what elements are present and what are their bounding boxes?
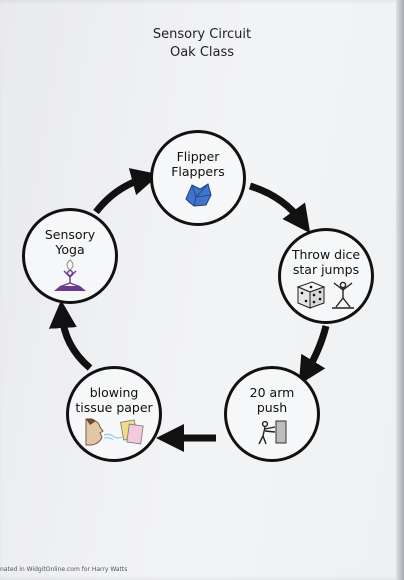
station-arm-push: 20 arm push: [224, 366, 320, 462]
page-subtitle: Oak Class: [169, 45, 235, 60]
dice-icon: [296, 281, 354, 309]
station-label: Throw dice: [291, 247, 361, 262]
station-label: push: [256, 400, 288, 415]
arrow-yoga-to-flipper: [93, 168, 160, 215]
station-blowing-tissue: blowing tissue paper: [66, 366, 162, 462]
station-label: blowing: [89, 385, 139, 400]
footer-credit: nated in WidgitOnline.com for Harry Watt…: [0, 566, 128, 573]
arrow-flipper-to-dice: [248, 182, 311, 234]
station-label: Flipper: [176, 149, 220, 164]
blowing-face-icon: [85, 418, 144, 446]
tissue-icon: [185, 183, 212, 207]
station-label: 20 arm: [249, 385, 295, 400]
station-label: Yoga: [55, 242, 85, 257]
arrow-blowing-to-yoga: [48, 300, 93, 371]
arrow-dice-to-push: [298, 325, 330, 385]
yoga-icon: [54, 259, 86, 291]
station-label: tissue paper: [75, 400, 153, 415]
paper-edge: [396, 0, 404, 580]
station-flipper-flappers: Flipper Flappers: [150, 130, 246, 226]
star-jump-figure-icon: [332, 281, 354, 309]
station-sensory-yoga: Sensory Yoga: [22, 208, 118, 304]
page-title: Sensory Circuit: [152, 27, 252, 42]
station-label: Sensory: [44, 227, 96, 242]
station-dice-star-jumps: Throw dice star jumps: [278, 228, 374, 324]
station-label: Flappers: [171, 164, 225, 179]
station-label: star jumps: [292, 262, 360, 277]
wall-push-icon: [258, 420, 287, 445]
